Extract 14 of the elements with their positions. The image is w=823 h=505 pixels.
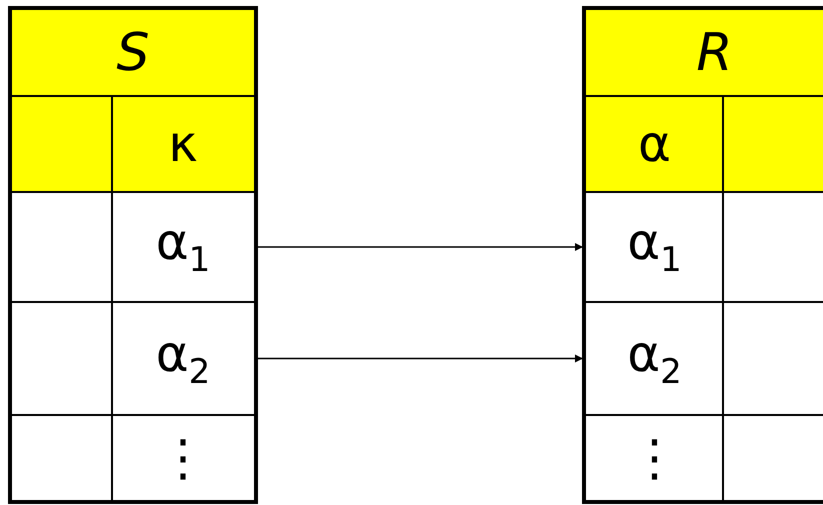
arrow xyxy=(256,243,583,251)
cell-text: α$_{2}$ xyxy=(156,328,210,388)
cell-text: κ xyxy=(168,119,198,169)
table xyxy=(8,6,258,504)
cell-text: α$_{1}$ xyxy=(627,217,682,277)
table-title: R xyxy=(695,22,734,85)
arrow xyxy=(256,354,583,362)
cell-text: α$_{2}$ xyxy=(627,328,682,388)
cell-text: α$_{1}$ xyxy=(156,217,210,277)
cell-text: ⋮ xyxy=(158,432,208,482)
table xyxy=(582,6,823,504)
cell-text: α xyxy=(638,119,671,169)
table-title: S xyxy=(115,22,150,85)
cell-text: ⋮ xyxy=(630,432,680,482)
